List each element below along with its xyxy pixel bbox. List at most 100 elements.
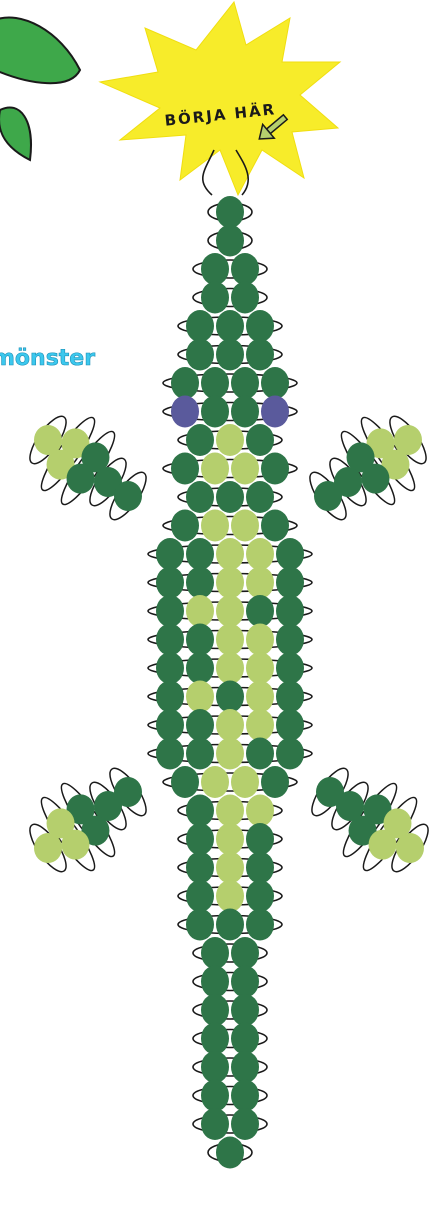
bead [201,453,229,485]
bead [231,253,259,285]
bead [216,567,244,599]
bead [186,595,214,627]
bead [246,538,274,570]
bead [246,852,274,884]
bead [231,1080,259,1112]
bead [156,624,184,656]
bead [186,709,214,741]
bead [186,652,214,684]
bead [186,880,214,912]
bead [246,880,274,912]
bead [186,424,214,456]
bead [216,880,244,912]
bead [216,823,244,855]
bead [276,538,304,570]
bead [246,481,274,513]
bead [246,823,274,855]
bead [231,966,259,998]
leg-bead [34,833,62,863]
bead [246,909,274,941]
bead [246,652,274,684]
bead [216,196,244,228]
bead [246,624,274,656]
bead [216,738,244,770]
bead [216,310,244,342]
bead [171,766,199,798]
bead [186,339,214,371]
bead [156,681,184,713]
leg-bead [396,833,424,863]
start-burst: BÖRJA HÄR [100,2,340,195]
bead [231,282,259,314]
bead [171,367,199,399]
leaf-upper [0,17,80,83]
bead [201,396,229,428]
bead [186,823,214,855]
bead [186,795,214,827]
side-label: mönster [0,346,95,371]
bead [201,966,229,998]
bead [261,367,289,399]
bead [216,852,244,884]
bead [186,738,214,770]
bead [276,652,304,684]
yellow-burst-shape [100,2,340,195]
bead [186,567,214,599]
bead [186,852,214,884]
leaf-lower [0,107,31,160]
bead [246,595,274,627]
bead [246,339,274,371]
bead [216,481,244,513]
bead [201,766,229,798]
bead [231,396,259,428]
bead-grid [34,196,424,1169]
bead [156,652,184,684]
bead [276,595,304,627]
bead [276,624,304,656]
leaf-decoration [0,17,80,160]
bead [216,538,244,570]
bead [246,795,274,827]
bead [156,709,184,741]
bead [231,994,259,1026]
bead [171,396,199,428]
bead [216,1137,244,1169]
bead [201,1108,229,1140]
bead [201,253,229,285]
bead [216,795,244,827]
bead [216,339,244,371]
leg-bead [67,464,95,494]
bead [231,937,259,969]
bead [276,738,304,770]
bead [216,709,244,741]
bead [246,310,274,342]
bead [201,994,229,1026]
bead [261,510,289,542]
bead [201,510,229,542]
bead [276,681,304,713]
bead [156,595,184,627]
bead [246,738,274,770]
bead [201,1051,229,1083]
bead [186,681,214,713]
bead [171,453,199,485]
bead [216,909,244,941]
bead [216,595,244,627]
bead [186,909,214,941]
bead [201,367,229,399]
bead [231,510,259,542]
bead [156,738,184,770]
bead [246,567,274,599]
bead [246,681,274,713]
bead [201,1023,229,1055]
bead [186,538,214,570]
bead [261,766,289,798]
bead [171,510,199,542]
bead [261,396,289,428]
bead [186,624,214,656]
bead [156,567,184,599]
bead [246,709,274,741]
bead [216,225,244,257]
bead [276,567,304,599]
